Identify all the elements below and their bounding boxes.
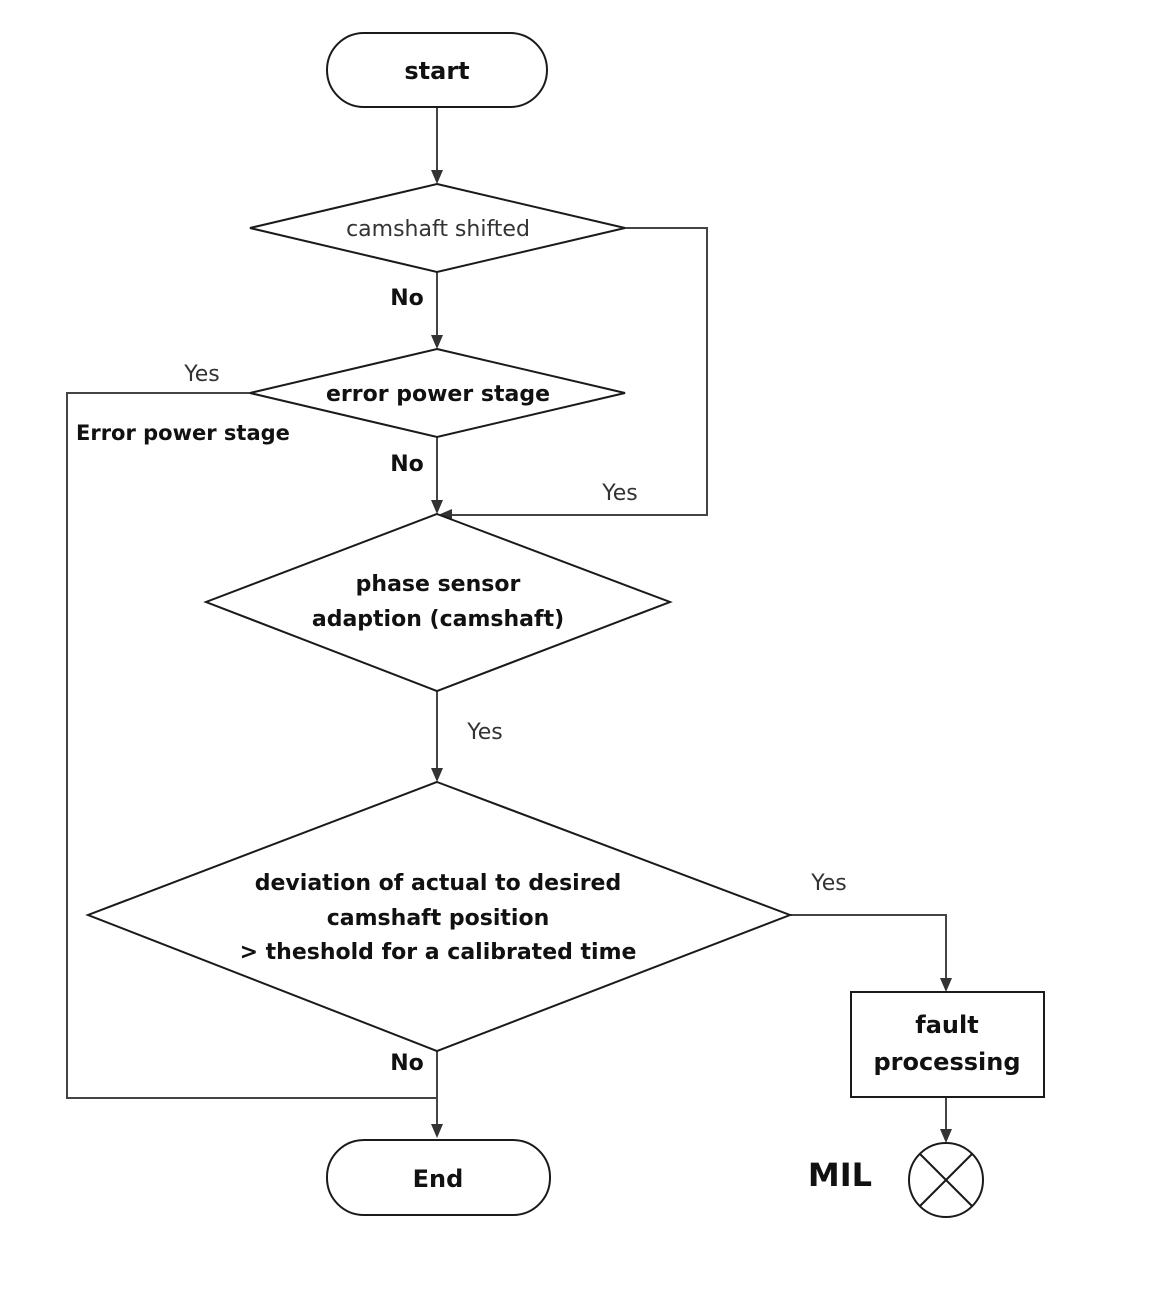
edge-camshaft-yes <box>450 227 708 516</box>
decision-phase-sensor <box>203 512 673 693</box>
edge-label-error-no: No <box>390 452 424 477</box>
decision-error-power-stage <box>249 347 626 439</box>
edge-note-error-power-stage: Error power stage <box>76 421 290 445</box>
decision-camshaft-shifted-label: camshaft shifted <box>346 217 530 242</box>
decision-deviation-line3: > theshold for a calibrated time <box>240 940 637 965</box>
arrowhead <box>940 978 952 992</box>
edge-label-deviation-no: No <box>390 1051 424 1076</box>
arrowhead <box>431 500 443 514</box>
arrowhead <box>431 1124 443 1138</box>
edge-label-deviation-yes: Yes <box>810 871 847 896</box>
arrowhead <box>431 335 443 349</box>
edge-label-phase-yes: Yes <box>466 720 503 745</box>
edge-label-error-yes: Yes <box>183 362 220 387</box>
fault-processing-line2: processing <box>873 1048 1020 1076</box>
decision-deviation <box>85 780 793 1053</box>
arrowhead <box>431 768 443 782</box>
decision-error-power-stage-label: error power stage <box>326 382 550 407</box>
decision-phase-sensor-line1: phase sensor <box>356 572 521 597</box>
edge-error-yes <box>66 392 437 1099</box>
fault-processing-line1: fault <box>915 1011 978 1039</box>
arrowhead <box>431 170 443 184</box>
fault-processing-box <box>850 991 1045 1098</box>
end-label: End <box>413 1165 464 1193</box>
start-terminal <box>326 32 548 108</box>
end-terminal <box>326 1139 551 1216</box>
mil-lamp-cross <box>919 1153 973 1207</box>
decision-camshaft-shifted <box>249 182 626 274</box>
edge-label-camshaft-no: No <box>390 286 424 311</box>
decision-deviation-line2: camshaft position <box>327 906 550 931</box>
arrowhead <box>940 1129 952 1143</box>
edge-label-camshaft-yes: Yes <box>601 481 638 506</box>
decision-phase-sensor-line2: adaption (camshaft) <box>312 607 564 632</box>
decision-deviation-line1: deviation of actual to desired <box>255 871 621 896</box>
edge-deviation-yes <box>790 914 947 980</box>
mil-label: MIL <box>808 1156 872 1194</box>
start-label: start <box>404 57 469 85</box>
